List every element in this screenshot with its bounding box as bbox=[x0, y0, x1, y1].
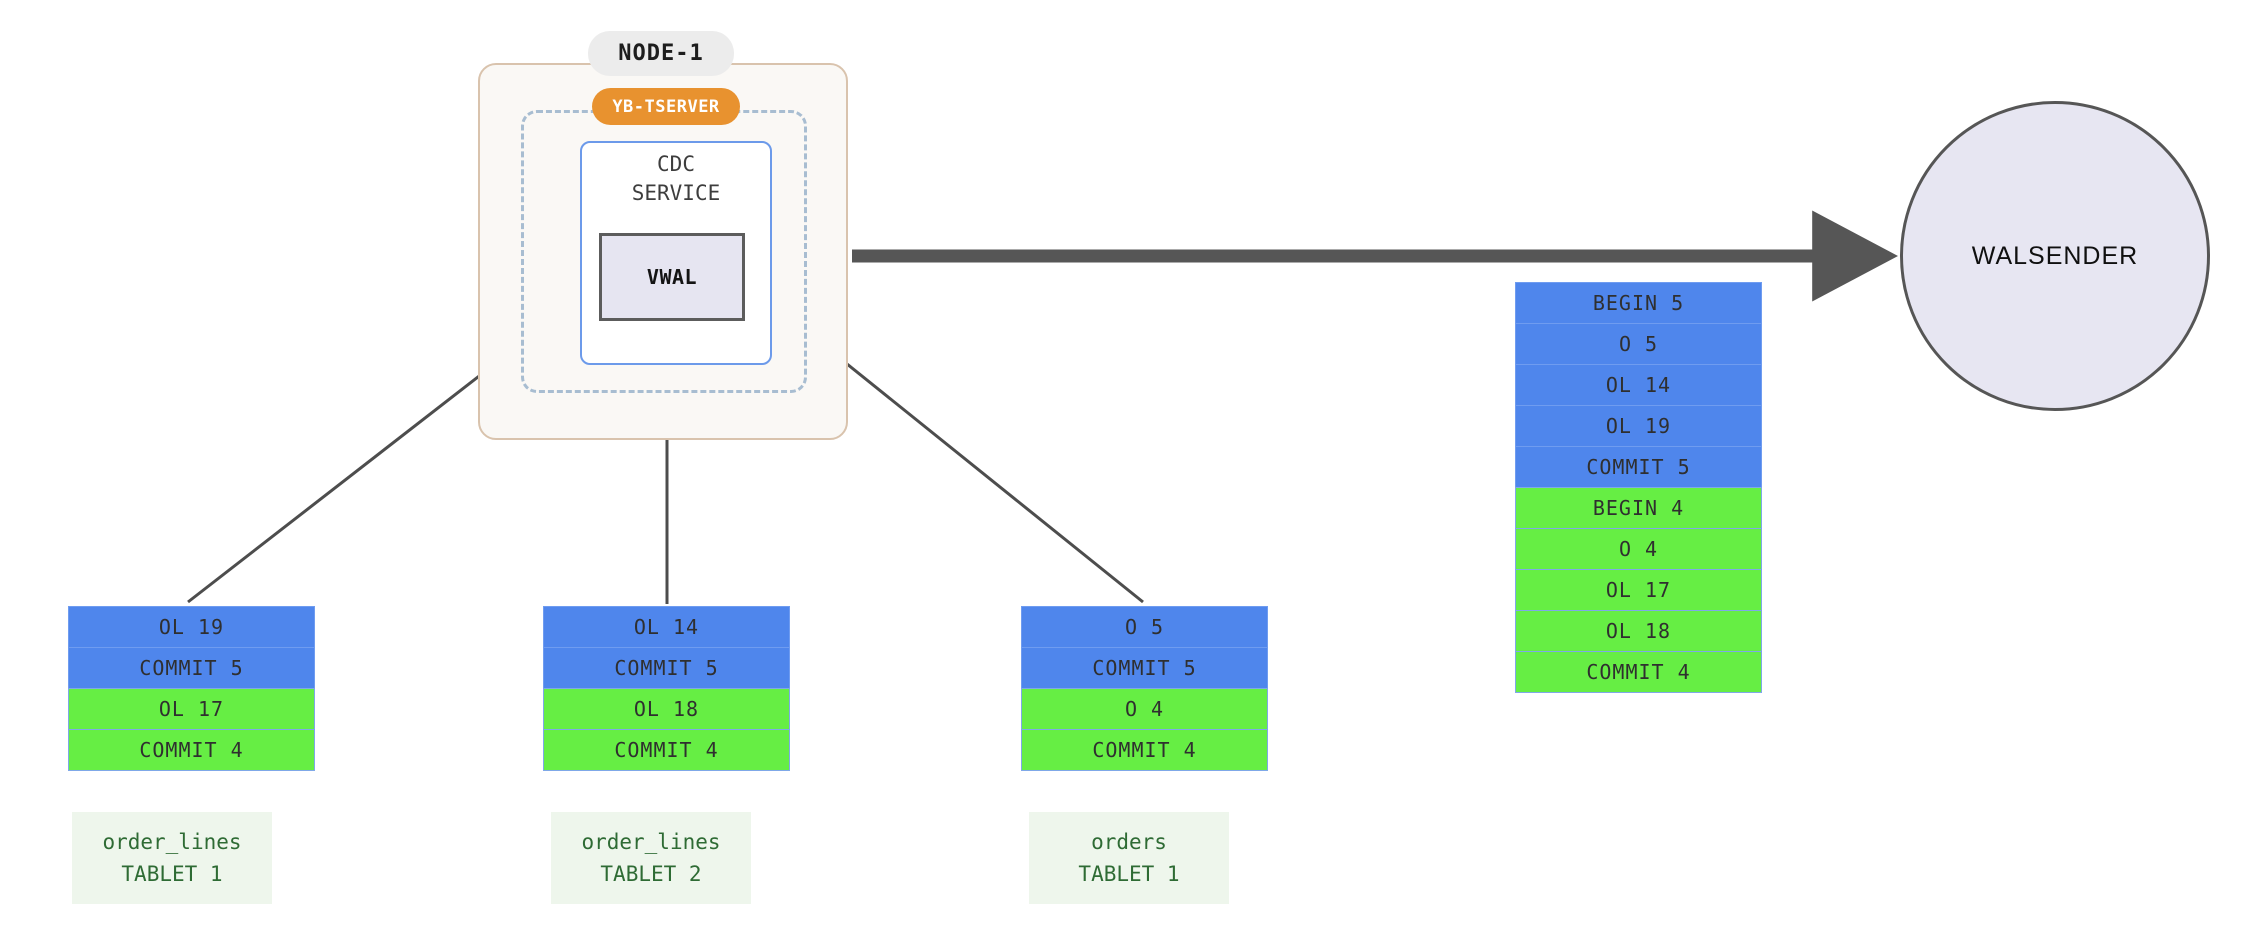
yb-tserver-title-pill: YB-TSERVER bbox=[592, 88, 740, 125]
output-record-row: COMMIT 4 bbox=[1515, 651, 1762, 693]
output-record-row: OL 17 bbox=[1515, 569, 1762, 611]
output-record-row: OL 18 bbox=[1515, 610, 1762, 652]
walsender-node[interactable]: WALSENDER bbox=[1900, 101, 2210, 411]
record-row: O 5 bbox=[1021, 606, 1268, 648]
record-row: COMMIT 4 bbox=[1021, 729, 1268, 771]
record-row: OL 17 bbox=[68, 688, 315, 730]
record-row: OL 19 bbox=[68, 606, 315, 648]
record-row: COMMIT 5 bbox=[543, 647, 790, 689]
output-record-row: OL 14 bbox=[1515, 364, 1762, 406]
tablet-label: orders TABLET 1 bbox=[1029, 812, 1229, 904]
cdc-service-label: CDC SERVICE bbox=[631, 152, 721, 205]
record-row: OL 14 bbox=[543, 606, 790, 648]
output-record-row: OL 19 bbox=[1515, 405, 1762, 447]
record-row: COMMIT 4 bbox=[543, 729, 790, 771]
tablet-label: order_lines TABLET 2 bbox=[551, 812, 751, 904]
record-row: COMMIT 5 bbox=[68, 647, 315, 689]
record-row: COMMIT 4 bbox=[68, 729, 315, 771]
output-record-row: COMMIT 5 bbox=[1515, 446, 1762, 488]
output-record-row: O 5 bbox=[1515, 323, 1762, 365]
node-title-pill: NODE-1 bbox=[588, 31, 734, 76]
record-row: O 4 bbox=[1021, 688, 1268, 730]
record-row: COMMIT 5 bbox=[1021, 647, 1268, 689]
output-record-row: O 4 bbox=[1515, 528, 1762, 570]
output-record-row: BEGIN 4 bbox=[1515, 487, 1762, 529]
vwal-box[interactable]: VWAL bbox=[599, 233, 745, 321]
output-record-row: BEGIN 5 bbox=[1515, 282, 1762, 324]
record-row: OL 18 bbox=[543, 688, 790, 730]
tablet-label: order_lines TABLET 1 bbox=[72, 812, 272, 904]
